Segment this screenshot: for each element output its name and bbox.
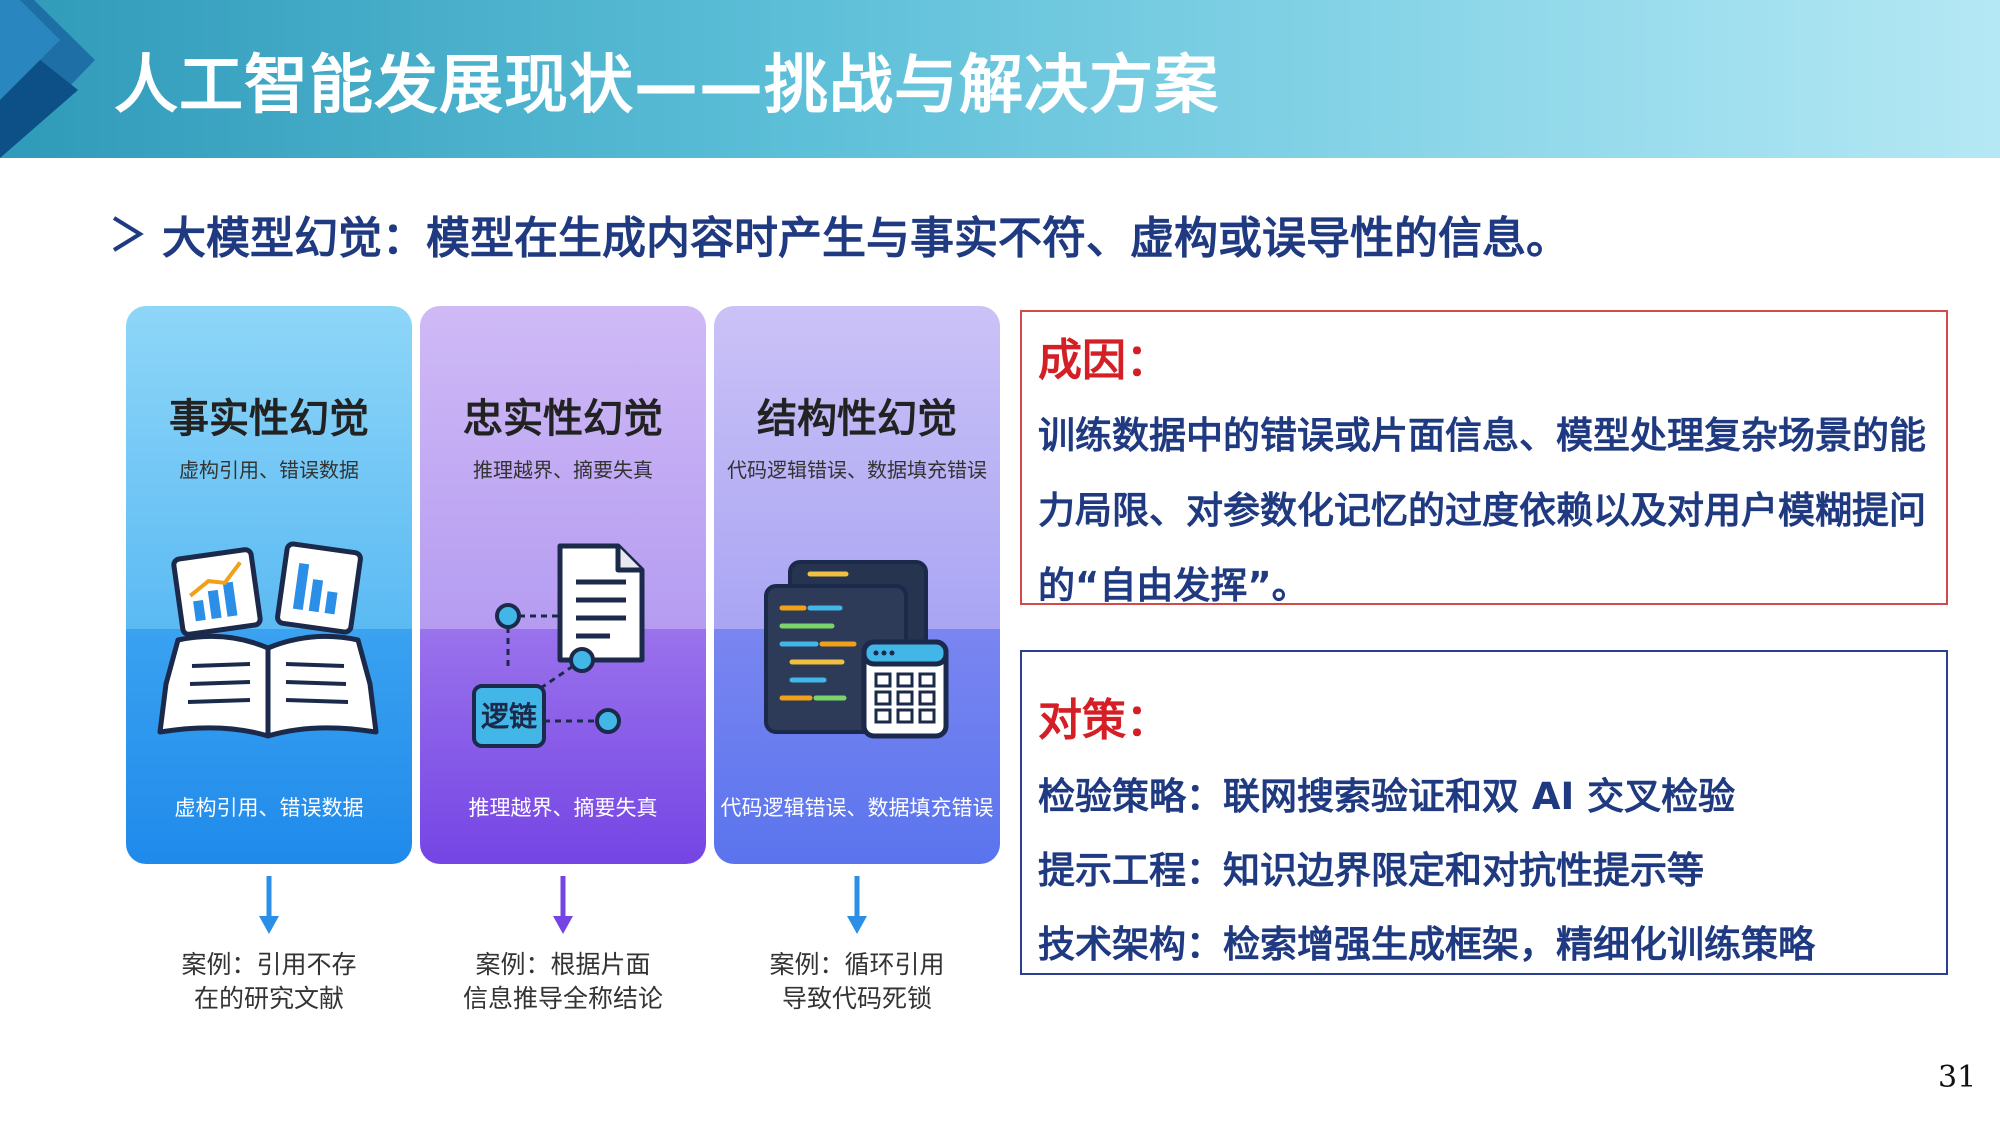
case-structural: 案例：循环引用 导致代码死锁	[714, 948, 1000, 1016]
case-line: 导致代码死锁	[781, 984, 932, 1013]
down-arrow-icon	[259, 876, 279, 934]
card-structural-hallucination: 结构性幻觉 代码逻辑错误、数据填充错误	[714, 306, 1000, 864]
card-footer-text: 虚构引用、错误数据	[174, 796, 364, 820]
countermeasures-title: 对策：	[1038, 695, 1170, 746]
icon-label: 逻链	[481, 700, 537, 733]
card-title: 结构性幻觉	[757, 396, 957, 442]
causes-text: 训练数据中的错误或片面信息、模型处理复杂场景的能力局限、对参数化记忆的过度依赖以…	[1038, 414, 1926, 607]
title-banner: 人工智能发展现状——挑战与解决方案	[0, 0, 2000, 158]
logic-chain-document-icon: 逻链	[472, 543, 645, 748]
page-number: 31	[1938, 1060, 1977, 1095]
card-subtitle: 推理越界、摘要失真	[473, 458, 653, 482]
case-line: 案例：根据片面	[475, 950, 651, 979]
hallucination-definition: 大模型幻觉：模型在生成内容时产生与事实不符、虚构或误导性的信息。	[110, 202, 1570, 266]
slide-title: 人工智能发展现状——挑战与解决方案	[114, 49, 1219, 123]
case-line: 在的研究文献	[193, 984, 344, 1013]
case-faithfulness: 案例：根据片面 信息推导全称结论	[420, 948, 706, 1016]
case-line: 案例：循环引用	[769, 950, 945, 979]
card-factual-hallucination: 事实性幻觉 虚构引用、错误数据	[126, 306, 412, 864]
card-footer-text: 推理越界、摘要失真	[468, 796, 658, 820]
bullet-text: 大模型幻觉：模型在生成内容时产生与事实不符、虚构或误导性的信息。	[162, 213, 1570, 264]
chevron-decoration-icon	[0, 0, 95, 158]
countermeasure-item: 技术架构：检索增强生成框架，精细化训练策略	[1038, 923, 1815, 966]
card-bottom-bg	[420, 629, 706, 864]
down-arrow-icon	[847, 876, 867, 934]
countermeasures-box: 对策： 检验策略：联网搜索验证和双 AI 交叉检验 提示工程：知识边界限定和对抗…	[1020, 650, 1948, 975]
card-faithfulness-hallucination: 忠实性幻觉 推理越界、摘要失真	[420, 306, 706, 864]
causes-box: 成因： 训练数据中的错误或片面信息、模型处理复杂场景的能力局限、对参数化记忆的过…	[1020, 310, 1948, 607]
card-title: 事实性幻觉	[169, 396, 369, 442]
case-line: 信息推导全称结论	[462, 984, 663, 1013]
code-window-table-icon	[764, 560, 949, 739]
card-title: 忠实性幻觉	[463, 396, 663, 442]
charts-book-icon	[157, 541, 379, 739]
down-arrow-icon	[553, 876, 573, 934]
causes-title: 成因：	[1038, 335, 1170, 386]
card-footer-text: 代码逻辑错误、数据填充错误	[720, 796, 994, 820]
case-factual: 案例：引用不存 在的研究文献	[126, 948, 412, 1016]
card-subtitle: 虚构引用、错误数据	[179, 458, 359, 482]
countermeasure-item: 提示工程：知识边界限定和对抗性提示等	[1038, 849, 1704, 892]
countermeasure-item: 检验策略：联网搜索验证和双 AI 交叉检验	[1038, 775, 1736, 818]
bullet-arrow-icon	[112, 216, 144, 252]
card-subtitle: 代码逻辑错误、数据填充错误	[727, 458, 987, 482]
case-line: 案例：引用不存	[181, 950, 357, 979]
